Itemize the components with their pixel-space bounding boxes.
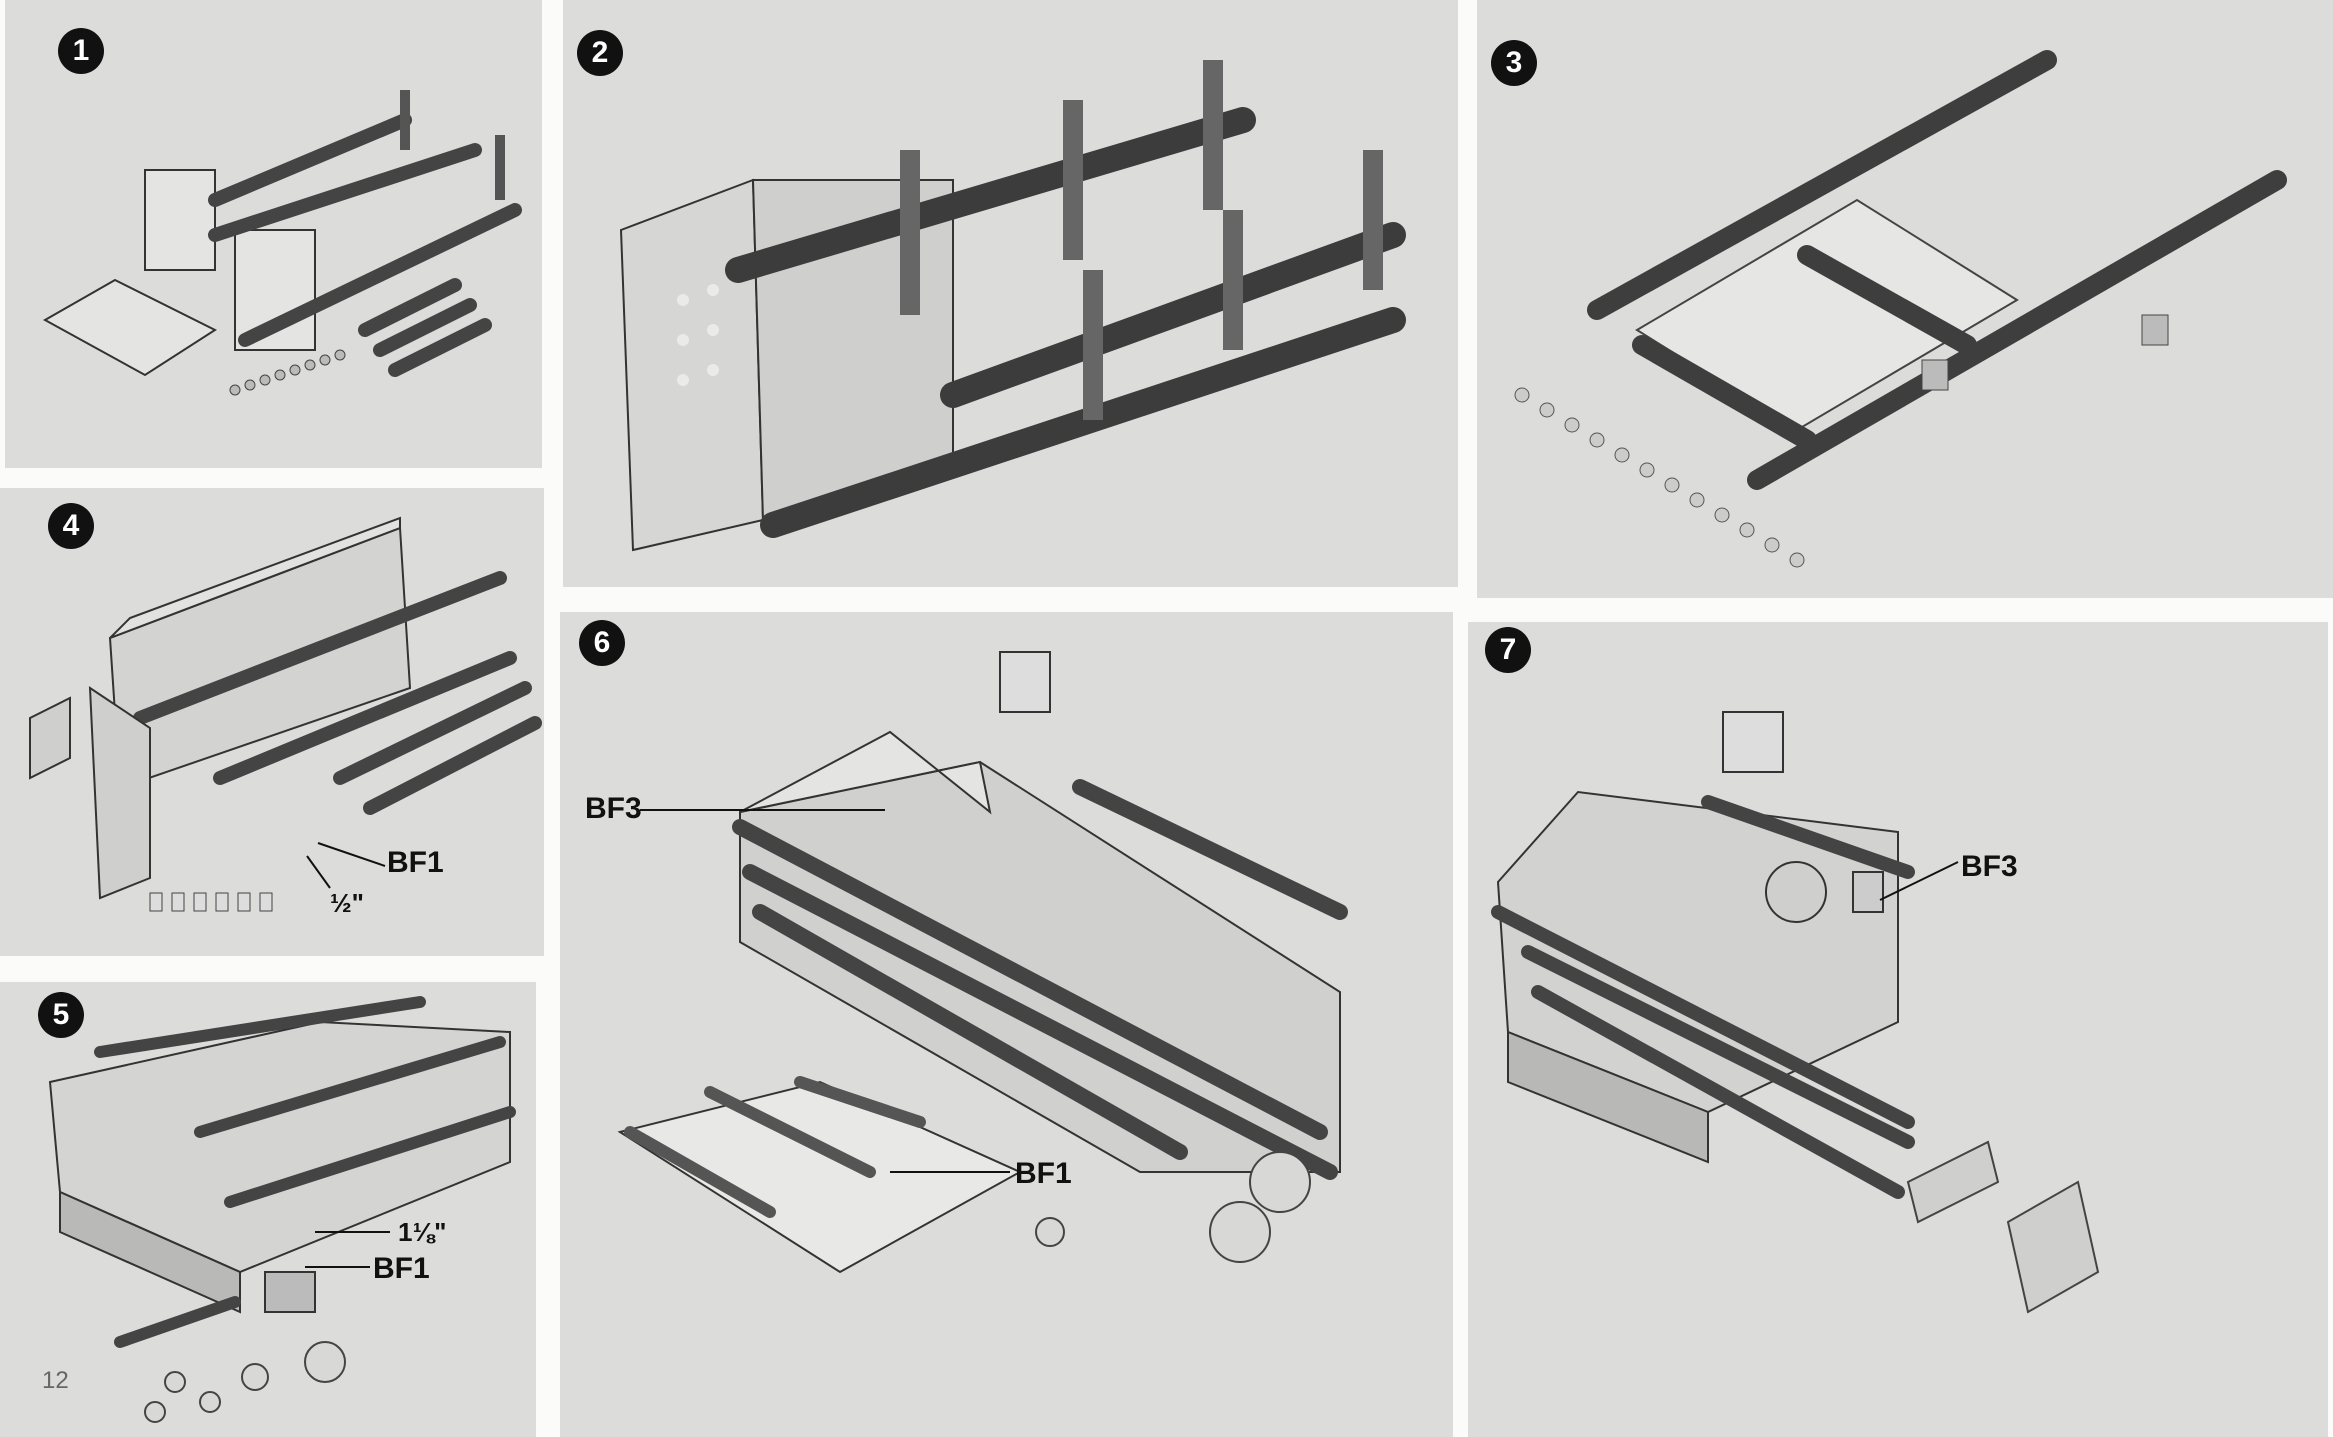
step-4-half-inch-label: ½": [330, 888, 365, 918]
step-7-illustration: [1491, 711, 2100, 1314]
step-6-bf1-label: BF1: [1015, 1157, 1072, 1190]
step-5-panel: 5 1⅛" BF1 12: [0, 982, 536, 1437]
step-5-badge: 5: [38, 992, 84, 1038]
step-3-illustration: [1514, 50, 2287, 568]
step-6-illustration: [617, 651, 1348, 1274]
page-number: 12: [42, 1367, 69, 1394]
step-5-bf1-label: BF1: [373, 1252, 430, 1285]
step-6-bf3-label: BF3: [585, 792, 642, 825]
step-1-badge: 1: [58, 28, 104, 74]
step-4-bf1-label: BF1: [387, 846, 444, 879]
step-5-length-label: 1⅛": [398, 1217, 447, 1247]
step-2-illustration: [619, 60, 1406, 552]
step-3-badge: 3: [1491, 40, 1537, 86]
step-4-panel: 4 BF1 ½": [0, 488, 544, 956]
step-7-panel: 7 BF3: [1468, 622, 2328, 1437]
step-4-illustration: [29, 516, 542, 912]
step-5-illustration: [48, 996, 516, 1423]
step-1-illustration: [42, 90, 522, 396]
step-7-badge: 7: [1485, 627, 1531, 673]
step-6-panel: 6 BF3 BF1: [560, 612, 1453, 1437]
step-7-bf3-label: BF3: [1961, 850, 2018, 883]
step-4-badge: 4: [48, 503, 94, 549]
step-1-panel: 1: [5, 0, 542, 468]
step-2-badge: 2: [577, 30, 623, 76]
step-2-panel: 2: [563, 0, 1458, 587]
step-3-panel: 3: [1477, 0, 2333, 598]
step-6-badge: 6: [579, 620, 625, 666]
